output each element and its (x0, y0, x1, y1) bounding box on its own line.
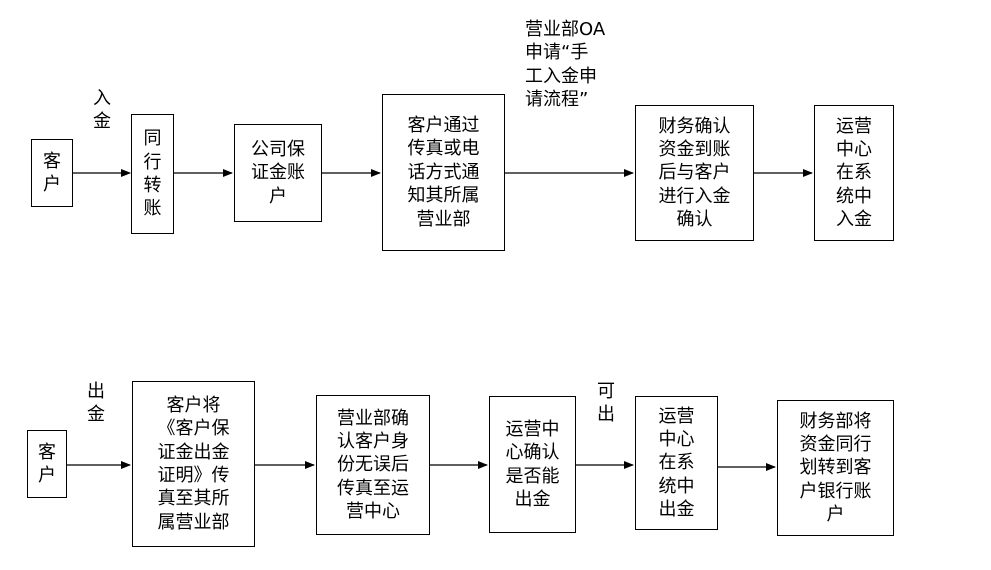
deposit-customer-node: 客 户 (31, 139, 73, 207)
ops-system-deposit-node: 运营 中心 在系 统中 入金 (814, 105, 894, 241)
ops-system-withdraw-node: 运营 中心 在系 统中 出金 (635, 396, 718, 530)
ops-confirm-node: 运营中 心确认 是否能 出金 (489, 396, 576, 533)
finance-confirm-node: 财务确认 资金到账 后与客户 进行入金 确认 (635, 105, 754, 241)
branch-verify-node: 营业部确 认客户身 份无误后 传真至运 营中心 (316, 395, 430, 535)
company-margin-account-node: 公司保 证金账 户 (234, 124, 322, 222)
allowed-label: 可 出 (597, 381, 615, 426)
notify-branch-node: 客户通过 传真或电 话方式通 知其所属 营业部 (382, 94, 505, 251)
deposit-label: 入 金 (93, 88, 111, 133)
bank-transfer-node: 同 行 转 账 (131, 114, 174, 234)
withdrawal-label: 出 金 (87, 381, 105, 426)
withdrawal-customer-node: 客 户 (27, 430, 67, 498)
finance-transfer-node: 财务部将 资金同行 划转到客 户银行账 户 (777, 400, 894, 536)
oa-request-label: 营业部OA 申请“手 工入金申 请流程” (525, 19, 606, 111)
fax-certificate-node: 客户将 《客户保 证金出金 证明》传 真至其所 属营业部 (132, 381, 255, 547)
